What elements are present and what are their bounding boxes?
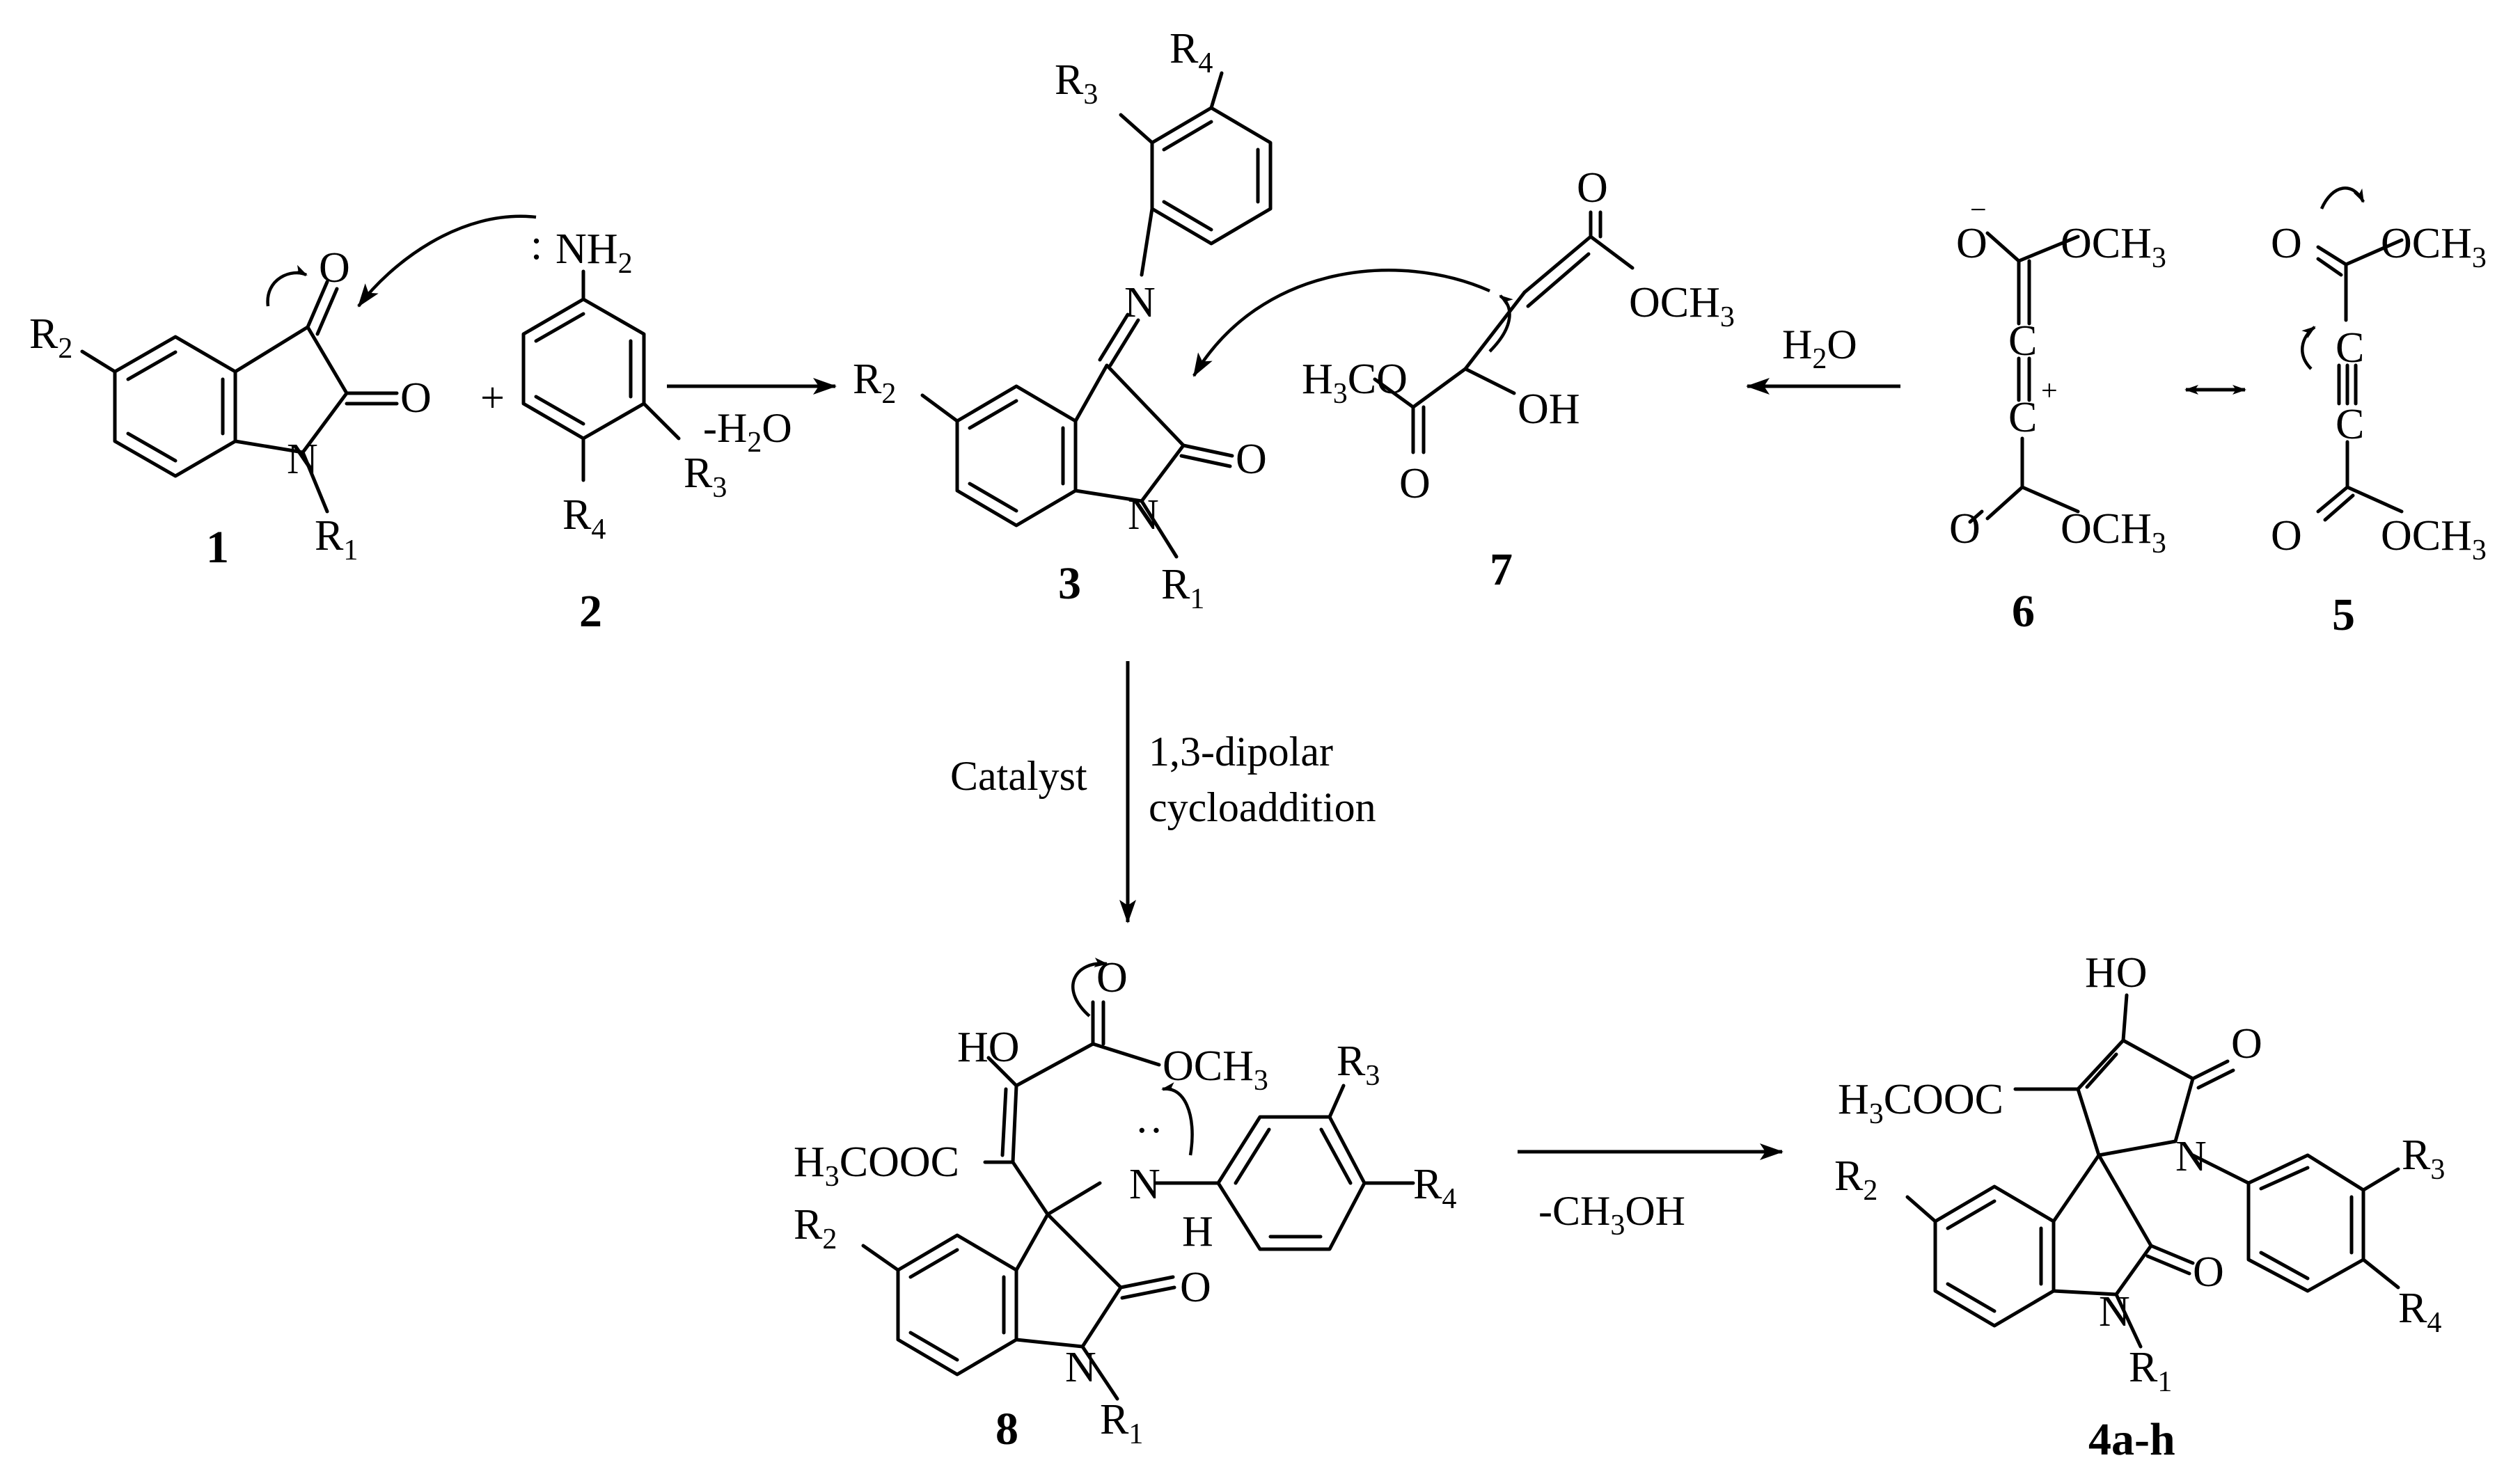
amine-attack-arrow (357, 214, 537, 308)
c3-r2-label: R2 (853, 356, 896, 410)
c1-n-label: N (287, 436, 318, 483)
hydration-condition: H2O (1782, 322, 1857, 375)
compound-1-label: 1 (206, 522, 229, 573)
c6-och3-bottom: OCH3 (2061, 505, 2166, 560)
c3-n-label: N (1128, 491, 1159, 539)
c5-o-bottom: O (2271, 512, 2302, 560)
c8-och3: OCH3 (1163, 1042, 1268, 1097)
c5-c1: C (2336, 324, 2364, 372)
c7-curved-arrow (1488, 294, 1513, 353)
compound-2-label: 2 (579, 586, 602, 637)
c4-r2: R2 (1834, 1152, 1877, 1207)
c1-o3-label: O (319, 244, 350, 292)
c4-h3cooc: H3COOC (1838, 1076, 2003, 1130)
c6-plus-charge: + (2041, 375, 2058, 407)
step1-condition: -H2O (703, 405, 792, 459)
compound-4-label: 4a-h (2088, 1414, 2175, 1465)
c5-och3-bottom: OCH3 (2381, 512, 2487, 566)
c5-curved-arrow-mid (2301, 326, 2316, 370)
c5-c2: C (2336, 401, 2364, 448)
c2-r3-label: R3 (684, 450, 727, 504)
c6-o-minus: O (1956, 220, 1987, 267)
c3-r4-label: R4 (1170, 25, 1213, 79)
c6-c1: C (2008, 317, 2037, 365)
compound-7-enol (1373, 210, 1635, 454)
c4-r3: R3 (2402, 1132, 2445, 1186)
dipolar-label-line2: cycloaddition (1149, 784, 1376, 830)
plus-sign: + (480, 374, 505, 422)
c2-r4-label: R4 (562, 491, 606, 546)
c3-o-label: O (1236, 436, 1267, 483)
compound-2-aniline (521, 269, 681, 482)
c8-r3: R3 (1337, 1038, 1380, 1092)
c3-imine-n-label: N (1124, 279, 1156, 326)
c8-nh-h: H (1182, 1208, 1213, 1255)
c4-r4: R4 (2398, 1285, 2441, 1339)
c4-o-lactam: O (2193, 1248, 2224, 1296)
c8-r4: R4 (1413, 1161, 1456, 1215)
c5-och3-top: OCH3 (2381, 220, 2487, 274)
c6-c2: C (2008, 394, 2037, 441)
c5-curved-arrow-top (2320, 187, 2365, 209)
compound-6 (1968, 231, 2080, 524)
c8-r1: R1 (1100, 1396, 1143, 1450)
c4-ho: HO (2085, 949, 2148, 997)
enol-attack-arrow (1192, 269, 1490, 377)
c1-r1-label: R1 (315, 512, 358, 566)
c1-curved-arrow (266, 264, 308, 307)
compound-6-label: 6 (2012, 586, 2035, 637)
c3-r3-label: R3 (1055, 56, 1098, 111)
c6-och3-top: OCH3 (2061, 220, 2166, 274)
compound-8 (861, 1000, 1415, 1401)
compound-4-product (1905, 993, 2400, 1349)
catalyst-label: Catalyst (950, 753, 1087, 799)
c8-r2: R2 (794, 1201, 837, 1255)
c8-curved-arrow-amine (1161, 1082, 1194, 1156)
c1-o2-label: O (400, 374, 432, 422)
compound-8-label: 8 (995, 1404, 1018, 1454)
c7-oh: OH (1518, 386, 1580, 433)
c8-n-lactam: N (1065, 1344, 1096, 1391)
c7-och3-top: OCH3 (1629, 279, 1735, 333)
c3-r1-label: R1 (1161, 561, 1204, 615)
compound-1-isatin (80, 280, 399, 514)
c7-o-top: O (1577, 164, 1608, 212)
compound-3-imine (920, 71, 1273, 559)
c5-o-top: O (2271, 220, 2302, 267)
c2-lone-pair: : (530, 221, 542, 269)
dipolar-label-line1: 1,3-dipolar (1149, 729, 1333, 775)
c1-r2-label: R2 (29, 310, 72, 365)
compound-5-dmad (2316, 238, 2404, 522)
c6-minus-charge: − (1970, 194, 1987, 226)
compound-7-label: 7 (1490, 544, 1513, 595)
c4-r1: R1 (2129, 1344, 2172, 1398)
c8-curved-arrow-carbonyl (1071, 958, 1108, 1017)
cyclization-condition: -CH3OH (1538, 1188, 1685, 1242)
c2-nh2-label: NH2 (556, 225, 633, 280)
c4-n-lactam: N (2099, 1288, 2130, 1335)
c6-o-bottom: O (1949, 505, 1980, 553)
c8-ho: HO (957, 1024, 1020, 1071)
c8-o-lactam: O (1180, 1264, 1211, 1311)
c7-h3co: H3CO (1302, 356, 1408, 410)
c4-n-pyrrole: N (2175, 1133, 2207, 1180)
compound-3-label: 3 (1058, 558, 1081, 609)
c8-nh-lone-pair: ·· (1135, 1107, 1163, 1155)
c8-nh-n: N (1129, 1161, 1160, 1208)
c4-o-top: O (2231, 1020, 2262, 1068)
c8-h3cooc: H3COOC (794, 1139, 959, 1193)
c7-o-bottom: O (1399, 460, 1431, 507)
compound-5-label: 5 (2332, 589, 2355, 640)
c8-o-top: O (1096, 954, 1128, 1001)
